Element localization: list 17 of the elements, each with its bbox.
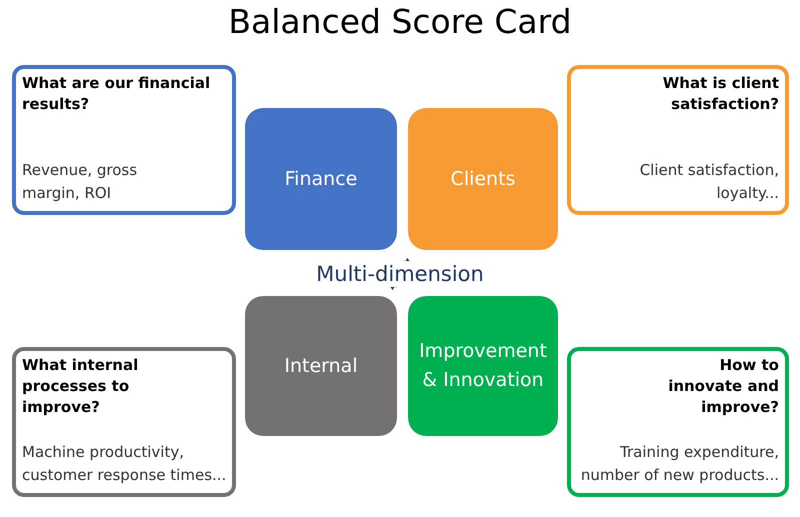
description-text: Revenue, gross margin, ROI <box>22 160 138 204</box>
category-tile: Internal <box>245 296 397 436</box>
question-card <box>567 65 789 215</box>
diagram-title: Balanced Score Card <box>227 2 573 41</box>
question-card <box>12 65 236 215</box>
question-heading: What internal processes to improve? <box>22 355 140 418</box>
question-heading: What are our financial results? <box>22 73 212 115</box>
question-heading: How to innovate and improve? <box>667 355 779 418</box>
description-text: Training expenditure, number of new products... <box>580 442 779 486</box>
description-text: Machine productivity, customer response times... <box>22 442 227 486</box>
category-tile: Finance <box>245 108 397 250</box>
category-tile: Improvement & Innovation <box>408 296 558 436</box>
question-card <box>567 347 789 497</box>
category-tile: Clients <box>408 108 558 250</box>
description-text: Client satisfaction, loyalty... <box>638 160 779 204</box>
question-card <box>12 347 236 497</box>
question-heading: What is client satisfaction? <box>662 73 779 115</box>
